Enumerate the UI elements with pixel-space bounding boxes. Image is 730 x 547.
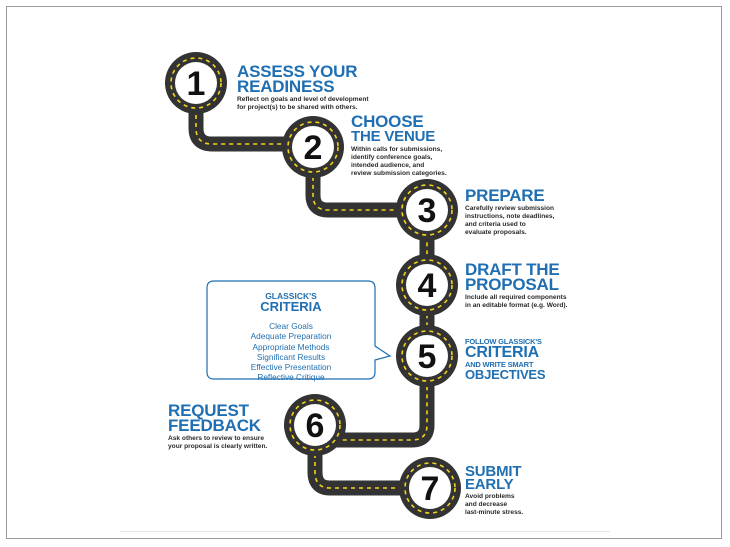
step-4-title-line-1: DRAFT THE [465, 260, 560, 279]
step-4-desc-line-2: in an editable format (e.g. Word). [465, 302, 568, 309]
step-3-desc-line-4: evaluate proposals. [465, 229, 527, 236]
step-7-description: Avoid problems and decrease last-minute … [465, 493, 523, 517]
step-4-title: DRAFT THE PROPOSAL [465, 260, 567, 294]
step-1-desc-line-2: for project(s) to be shared with others. [237, 104, 358, 111]
glassicks-criteria-callout: GLASSICK'S CRITERIA Clear Goals Adequate… [206, 280, 392, 383]
step-7-title-line-1: SUBMIT [465, 463, 522, 480]
step-4-number: 4 [418, 267, 437, 305]
slide-frame [6, 6, 722, 539]
step-6-badge: 6 [284, 394, 346, 456]
step-5-title-line-2: CRITERIA [465, 344, 539, 361]
step-2-desc-line-3: intended audience, and [351, 162, 425, 169]
step-2-badge: 2 [282, 116, 344, 178]
step-6-title-line-2: FEEDBACK [168, 416, 261, 435]
step-3: PREPARE Carefully review submission inst… [465, 186, 554, 237]
step-1-description: Reflect on goals and level of developmen… [237, 96, 369, 112]
criteria-item: Significant Results [256, 351, 326, 362]
step-7-desc-line-3: last-minute stress. [465, 509, 524, 516]
step-1: ASSESS YOUR READINESS Reflect on goals a… [237, 62, 369, 112]
step-3-title: PREPARE [465, 186, 554, 205]
criteria-item: Adequate Preparation [250, 331, 332, 342]
step-1-badge: 1 [165, 52, 227, 114]
step-6-desc-line-2: your proposal is clearly written. [168, 443, 268, 450]
callout-title: GLASSICK'S CRITERIA [206, 291, 376, 313]
step-6: REQUEST FEEDBACK Ask others to review to… [168, 401, 267, 451]
step-4-desc-line-1: Include all required components [465, 294, 567, 301]
step-2-title-line-1: CHOOSE [351, 112, 424, 131]
step-3-badge: 3 [396, 179, 458, 241]
step-2-number: 2 [304, 129, 323, 167]
step-3-number: 3 [418, 192, 437, 230]
step-2-desc-line-1: Within calls for submissions, [351, 146, 443, 153]
step-7-desc-line-1: Avoid problems [465, 493, 515, 500]
criteria-item: Effective Presentation [250, 362, 332, 373]
step-6-number: 6 [306, 407, 325, 445]
step-3-description: Carefully review submission instructions… [465, 205, 554, 237]
step-4-badge: 4 [396, 254, 458, 316]
step-6-title-line-1: REQUEST [168, 401, 249, 420]
callout-title-line-2: CRITERIA [260, 299, 322, 314]
step-3-desc-line-2: instructions, note deadlines, [465, 213, 555, 220]
step-6-description: Ask others to review to ensure your prop… [168, 435, 267, 451]
step-6-desc-line-1: Ask others to review to ensure [168, 435, 265, 442]
step-1-title-line-2: READINESS [237, 77, 335, 96]
step-6-title: REQUEST FEEDBACK [168, 401, 267, 435]
step-2-description: Within calls for submissions, identify c… [351, 146, 447, 178]
step-7-desc-line-2: and decrease [465, 501, 508, 508]
step-7-badge: 7 [399, 457, 461, 519]
step-5-number: 5 [418, 338, 437, 376]
step-7-title: SUBMIT EARLY [465, 463, 523, 493]
step-3-title-line-1: PREPARE [465, 186, 545, 205]
callout-bubble [206, 280, 392, 380]
step-7-title-line-2: EARLY [465, 476, 514, 493]
criteria-list: Clear Goals Adequate Preparation Appropr… [206, 321, 376, 383]
step-2-desc-line-2: identify conference goals, [351, 154, 433, 161]
step-5-title: FOLLOW GLASSICK'S CRITERIA AND WRITE SMA… [465, 337, 546, 382]
step-1-title-line-1: ASSESS YOUR [237, 62, 358, 81]
step-2-title-line-2: THE VENUE [351, 128, 436, 145]
criteria-item: Appropriate Methods [252, 341, 330, 352]
step-1-title: ASSESS YOUR READINESS [237, 62, 369, 96]
step-2-desc-line-4: review submission categories. [351, 170, 447, 177]
step-7-number: 7 [421, 470, 440, 508]
step-2: CHOOSE THE VENUE Within calls for submis… [351, 112, 447, 178]
step-5: FOLLOW GLASSICK'S CRITERIA AND WRITE SMA… [465, 337, 546, 382]
step-5-title-line-3: AND WRITE SMART [465, 360, 534, 369]
step-4: DRAFT THE PROPOSAL Include all required … [465, 260, 567, 310]
step-5-title-line-4: OBJECTIVES [465, 367, 546, 382]
step-5-title-line-1: FOLLOW GLASSICK'S [465, 337, 542, 346]
step-3-desc-line-3: and criteria used to [465, 221, 526, 228]
step-1-number: 1 [187, 65, 206, 103]
step-4-description: Include all required components in an ed… [465, 294, 567, 310]
criteria-item: Clear Goals [269, 321, 313, 331]
step-7: SUBMIT EARLY Avoid problems and decrease… [465, 463, 523, 517]
criteria-item: Reflective Critique [257, 372, 325, 383]
step-1-desc-line-1: Reflect on goals and level of developmen… [237, 96, 369, 103]
step-3-desc-line-1: Carefully review submission [465, 205, 555, 212]
step-4-title-line-2: PROPOSAL [465, 275, 559, 294]
step-2-title: CHOOSE THE VENUE [351, 112, 447, 145]
callout-title-line-1: GLASSICK'S [265, 291, 317, 301]
step-5-badge: 5 [396, 325, 458, 387]
bottom-divider [120, 531, 610, 532]
